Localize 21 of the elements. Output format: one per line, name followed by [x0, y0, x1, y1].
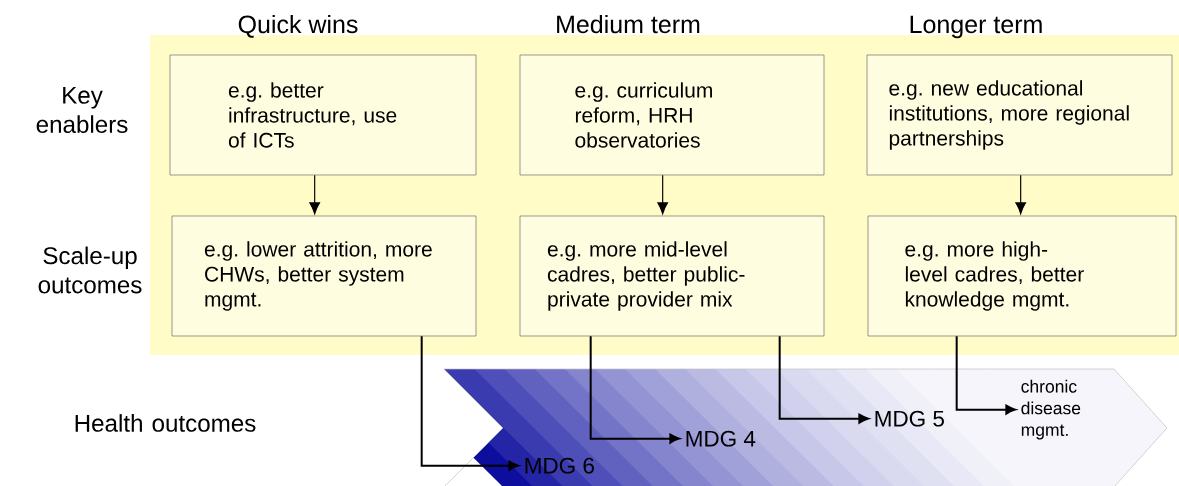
text-box: e.g. new educational institutions, more regional partnerships — [866, 54, 1173, 176]
text-box: e.g. better infrastructure, use of ICTs — [169, 54, 477, 176]
outcome-label: chronic disease mgmt. — [1021, 379, 1081, 440]
arrow — [420, 335, 520, 471]
arrow — [309, 174, 320, 215]
arrow — [657, 174, 668, 215]
row-label: Scale-up outcomes — [38, 246, 142, 294]
row-label: Health outcomes — [75, 414, 256, 432]
row-label: Key enablers — [36, 87, 128, 133]
text-box: e.g. lower attrition, more CHWs, better system mgmt. — [171, 215, 477, 337]
arrow — [1015, 174, 1026, 215]
text-box: e.g. curriculum reform, HRH observatories — [519, 54, 825, 176]
outcome-label: MDG 6 — [525, 457, 594, 474]
chevron-arrow — [443, 368, 1168, 486]
outcome-label: MDG 4 — [686, 430, 756, 447]
arrow — [778, 335, 870, 424]
text-box: e.g. more high-level cadres, better knowledge mgmt. — [867, 215, 1177, 337]
arrow — [589, 335, 681, 444]
text-box: e.g. more mid-level cadres, better public-private provider mix — [519, 215, 825, 337]
outcome-label: MDG 5 — [875, 410, 944, 427]
arrow — [955, 335, 1017, 415]
